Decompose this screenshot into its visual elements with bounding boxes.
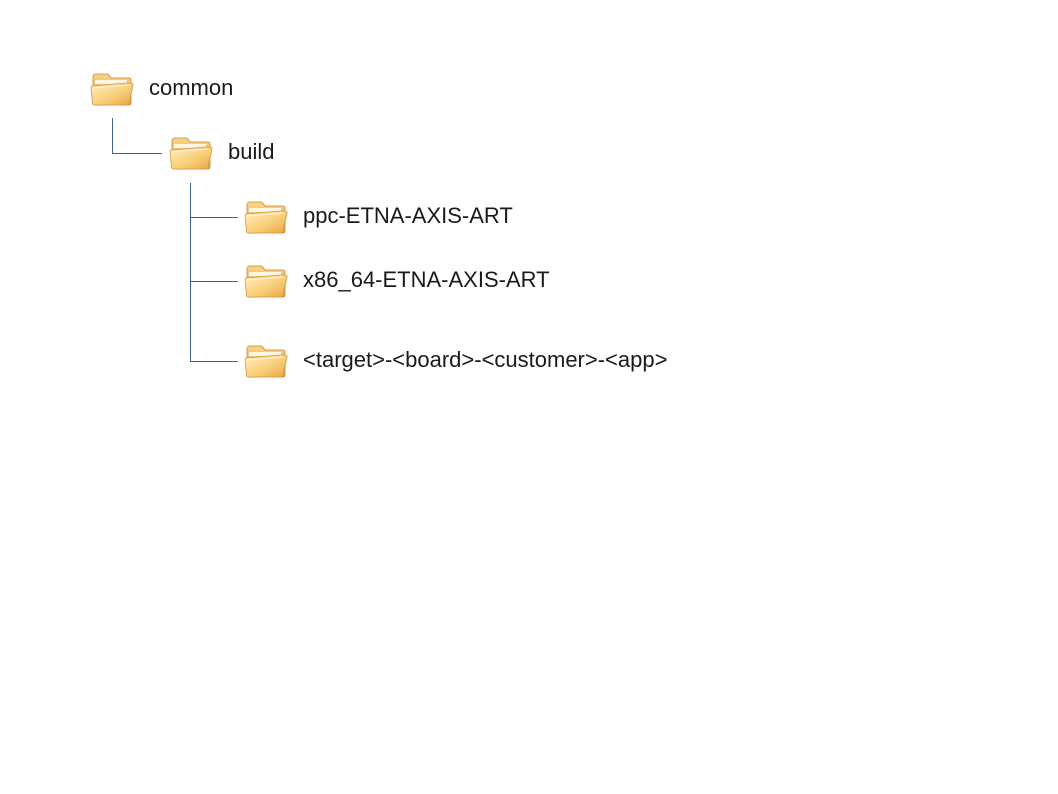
folder-node-ppc[interactable]: ppc-ETNA-AXIS-ART [243,196,513,236]
folder-node-template[interactable]: <target>-<board>-<customer>-<app> [243,340,667,380]
connector-line [190,361,238,362]
connector-line [112,118,113,154]
folder-icon [168,132,216,172]
connector-line [190,217,238,218]
folder-node-common[interactable]: common [89,68,233,108]
connector-line [190,281,238,282]
connector-line [190,183,191,361]
folder-label: <target>-<board>-<customer>-<app> [303,347,668,372]
folder-node-x86-64[interactable]: x86_64-ETNA-AXIS-ART [243,260,550,300]
folder-icon [243,340,291,380]
folder-icon [243,196,291,236]
connector-line [112,153,162,154]
folder-label: common [149,75,234,100]
folder-label: build [228,139,275,164]
folder-node-build[interactable]: build [168,132,274,172]
folder-label: x86_64-ETNA-AXIS-ART [303,267,550,292]
folder-icon [89,68,137,108]
folder-icon [243,260,291,300]
folder-label: ppc-ETNA-AXIS-ART [303,203,513,228]
